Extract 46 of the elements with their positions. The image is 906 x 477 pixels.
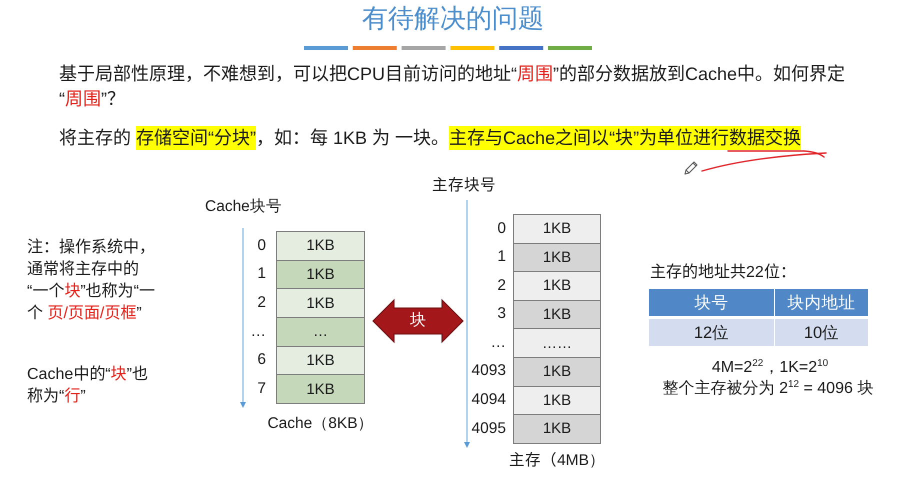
memory-block: 1KB [276, 288, 365, 318]
block-number: 1 [257, 264, 266, 284]
slide-title: 有待解决的问题 [362, 3, 544, 33]
formula: 整个主存被分为 2$^{12}$ = 4096 块 [662, 379, 874, 399]
memory-block: 1KB [513, 356, 601, 387]
note-text: 注：操作系统中，通常将主存中的“一个块”也称为“一个 页/页面/页框” [27, 237, 156, 324]
block-number: 4094 [472, 390, 506, 410]
axis-title: Cache块号 [205, 197, 282, 217]
axis-title: 主存块号 [432, 176, 496, 196]
block-number: … [490, 332, 506, 353]
note-text: Cache中的“块”也称为“行” [27, 364, 149, 407]
paragraph: 基于局部性原理，不难想到，可以把CPU目前访问的地址“周围”的部分数据放到Cache中。如何界定“周围”？ [59, 63, 846, 111]
paragraph: 将主存的 存储空间“分块”，如：每 1KB 为 一块。主存与Cache之间以“块”为单位进行数据交换 [59, 126, 802, 151]
block-number: 4095 [472, 418, 506, 439]
memory-block: 1KB [513, 414, 601, 444]
block-number: 0 [257, 236, 266, 256]
stack-caption: Cache（8KB） [267, 414, 374, 434]
memory-block: 1KB [276, 231, 365, 261]
table-cell: 10位 [775, 319, 868, 346]
memory-block: 1KB [513, 300, 601, 330]
block-number: 2 [497, 276, 506, 296]
block-number: 1 [497, 247, 506, 268]
double-headed-block-arrow [372, 298, 464, 344]
column-header: 块内地址 [775, 289, 868, 316]
memory-block: …… [513, 328, 601, 358]
block-number: 2 [257, 292, 266, 313]
memory-block: 1KB [513, 214, 601, 244]
block-number: … [250, 322, 266, 342]
formula: 4M=2$^{22}$，1K=2$^{10}$ [712, 358, 828, 378]
memory-block: 1KB [276, 346, 365, 376]
memory-block: … [276, 317, 365, 347]
block-number: 6 [257, 350, 266, 370]
memory-block: 1KB [513, 386, 601, 416]
stack-caption: 主存（4MB） [509, 451, 605, 471]
block-number: 7 [257, 378, 266, 399]
memory-block: 1KB [276, 374, 365, 404]
column-header: 块号 [649, 289, 774, 316]
edge-label: 块 [410, 312, 426, 330]
memory-block: 1KB [513, 242, 601, 272]
block-number: 0 [497, 218, 506, 238]
memory-block: 1KB [513, 271, 601, 301]
memory-block: 1KB [276, 260, 365, 290]
paragraph: 主存的地址共22位： [650, 262, 796, 283]
block-number: 3 [497, 304, 506, 324]
table-cell: 12位 [649, 319, 774, 346]
block-number: 4093 [472, 361, 506, 382]
